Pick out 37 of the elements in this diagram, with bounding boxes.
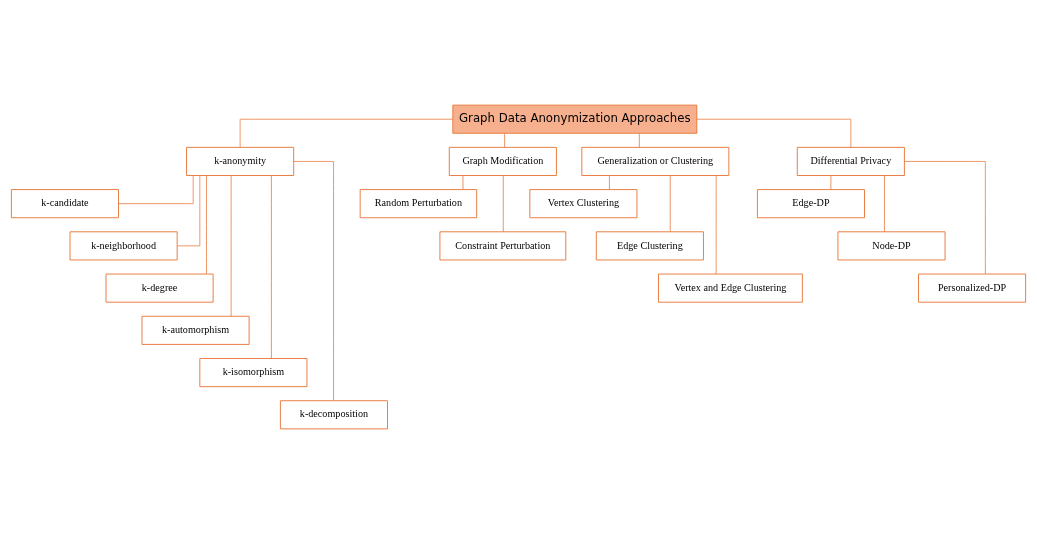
connector [696,118,852,148]
connector [830,174,832,190]
connector [669,174,671,232]
node-box: Random Perturbation [359,188,478,218]
connector [293,160,334,401]
connector [206,174,207,274]
node-box: k-decomposition [279,399,388,429]
node-box: Graph Data Anonymization Approaches [452,104,698,134]
node-box: Differential Privacy [796,146,905,176]
connector [239,118,454,148]
node-box: k-degree [105,273,214,303]
node-box: Vertex Clustering [529,188,638,218]
node-box: Edge-DP [756,188,865,218]
node-box: Constraint Perturbation [439,230,567,260]
connector [230,174,232,317]
node-box: k-anonymity [186,146,295,176]
connector [504,132,505,148]
connector [609,174,610,190]
node-box: Graph Modification [448,146,557,176]
node-box: Vertex and Edge Clustering [658,273,803,303]
connector [462,174,464,190]
node-box: Edge Clustering [595,230,704,260]
node-box: Personalized-DP [918,273,1027,303]
connector [502,174,504,232]
connector [118,174,194,204]
node-box: Node-DP [837,230,946,260]
connector [176,174,201,246]
node-box: Generalization or Clustering [581,146,730,176]
node-box: k-automorphism [141,315,250,345]
connector [638,132,640,148]
connector [271,174,272,359]
connector [715,174,717,274]
node-box: k-neighborhood [69,230,178,260]
node-box: k-isomorphism [199,357,308,387]
node-box: k-candidate [10,188,119,218]
connector [884,174,885,232]
connector [904,160,986,274]
